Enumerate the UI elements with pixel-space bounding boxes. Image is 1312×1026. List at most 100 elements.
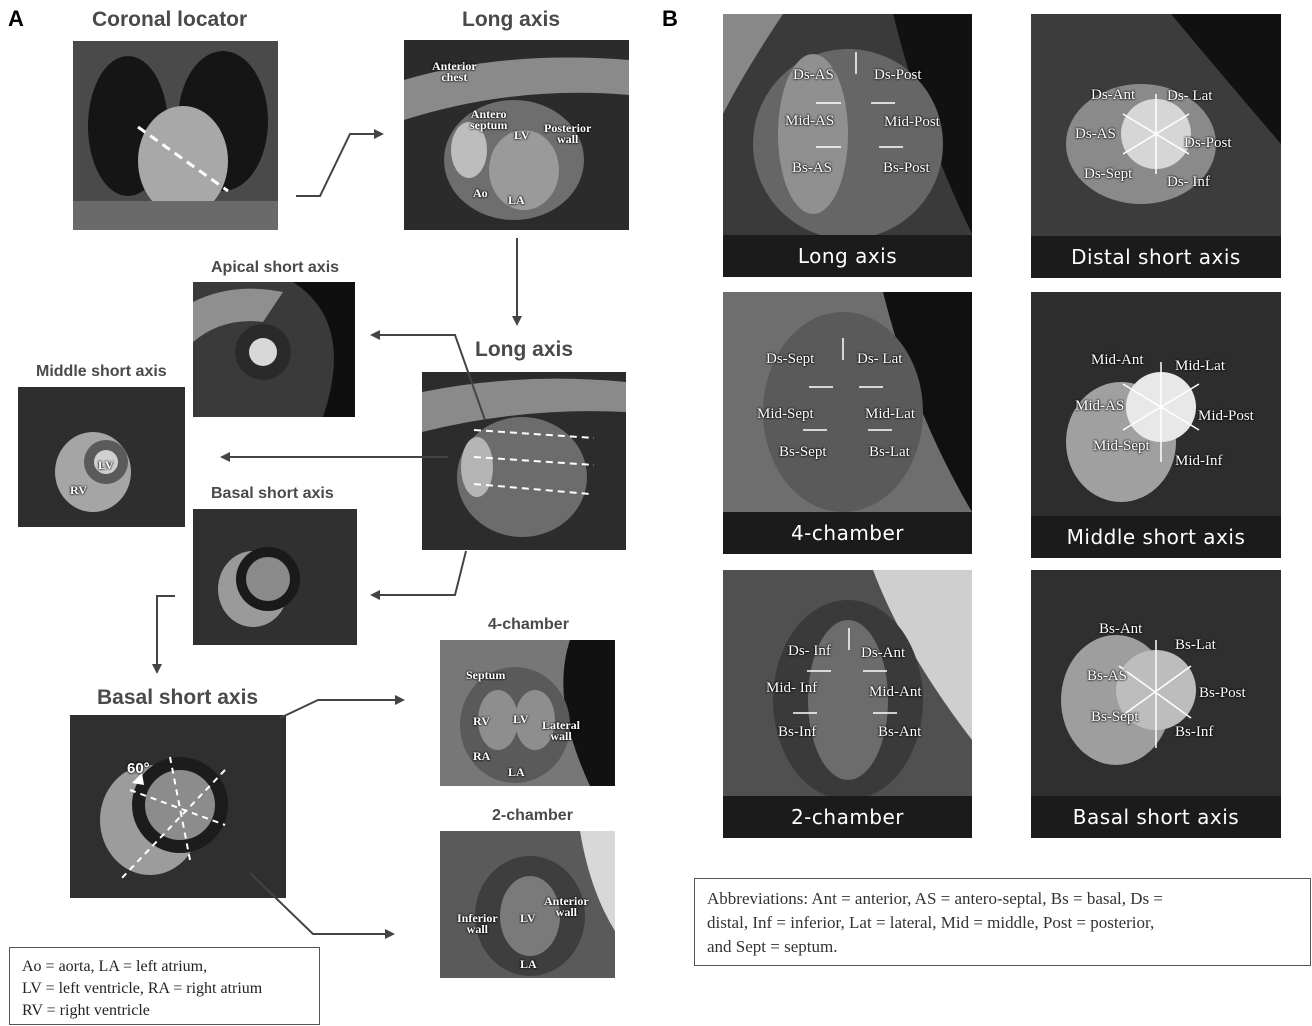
- label-anterior-chest: Anterior chest: [432, 61, 477, 83]
- label-posterior-wall: Posterior wall: [544, 123, 591, 145]
- title-basal-short-axis-small: Basal short axis: [211, 485, 334, 503]
- b-basal-label-bs-lat: Bs-Lat: [1175, 637, 1216, 654]
- b-mid-label-mid-post: Mid-Post: [1198, 408, 1254, 425]
- b-long-label-ds-as: Ds-AS: [793, 67, 834, 84]
- b-distal-label-ds-inf: Ds- Inf: [1167, 174, 1210, 191]
- arrow-to-basal-short-small: [372, 551, 466, 595]
- arrow-to-4-chamber: [280, 700, 403, 718]
- label-inferior-wall: Inferior wall: [457, 913, 498, 935]
- b-2ch-label-bs-ant: Bs-Ant: [878, 724, 921, 741]
- middle-short-axis-image: LV RV: [18, 387, 185, 527]
- b-basal-short-image: Bs-Ant Bs-Lat Bs-AS Bs-Post Bs-Sept Bs-I…: [1031, 570, 1281, 838]
- b-basal-label-bs-sept: Bs-Sept: [1091, 709, 1139, 726]
- b-4ch-label-ds-sept: Ds-Sept: [766, 351, 814, 368]
- two-chamber-image: Inferior wall LV Anterior wall LA: [440, 831, 615, 978]
- basal-short-axis-small-graphic: [193, 509, 357, 645]
- label-2ch-lv: LV: [520, 913, 536, 924]
- b-basal-label-bs-post: Bs-Post: [1199, 685, 1246, 702]
- title-2-chamber: 2-chamber: [492, 807, 573, 825]
- b-4ch-label-bs-lat: Bs-Lat: [869, 444, 910, 461]
- b-2ch-label-bs-inf: Bs-Inf: [778, 724, 816, 741]
- b-mid-label-mid-lat: Mid-Lat: [1175, 358, 1225, 375]
- legend-line-2: LV = left ventricle, RA = right atrium: [22, 978, 319, 1000]
- b-distal-label-ds-lat: Ds- Lat: [1167, 88, 1212, 105]
- b-long-axis-image: Ds-AS Ds-Post Mid-AS Mid-Post Bs-AS Bs-P…: [723, 14, 972, 277]
- b-distal-label-ds-ant: Ds-Ant: [1091, 87, 1135, 104]
- label-inferior-wall-line2: wall: [457, 924, 498, 935]
- b-mid-label-mid-ant: Mid-Ant: [1091, 352, 1144, 369]
- title-4-chamber: 4-chamber: [488, 616, 569, 634]
- b-long-label-mid-as: Mid-AS: [785, 113, 834, 130]
- b-long-label-bs-post: Bs-Post: [883, 160, 930, 177]
- b-distal-label-ds-post: Ds-Post: [1184, 135, 1232, 152]
- label-middle-lv: LV: [98, 460, 114, 471]
- label-antero-septum-line2: septum: [470, 120, 507, 131]
- b-long-label-ds-post: Ds-Post: [874, 67, 922, 84]
- b-distal-label-ds-sept: Ds-Sept: [1084, 166, 1132, 183]
- four-chamber-image: Septum RV LV Lateral wall RA LA: [440, 640, 615, 786]
- abbreviations-line-3: and Sept = septum.: [707, 935, 1310, 959]
- label-middle-rv: RV: [70, 485, 87, 496]
- label-septum: Septum: [466, 670, 505, 681]
- b-4ch-label-mid-lat: Mid-Lat: [865, 406, 915, 423]
- arrow-basal-small-to-large: [157, 596, 175, 672]
- b-mid-label-mid-as: Mid-AS: [1075, 398, 1124, 415]
- label-lv: LV: [514, 130, 530, 141]
- long-axis-middle-image: [422, 372, 626, 550]
- b-middle-short-caption: Middle short axis: [1031, 516, 1281, 558]
- label-anterior-wall: Anterior wall: [544, 896, 589, 918]
- label-la: LA: [508, 195, 525, 206]
- b-distal-short-caption: Distal short axis: [1031, 236, 1281, 278]
- basal-angle-label: 60°: [127, 760, 150, 777]
- b-four-chamber-image: Ds-Sept Ds- Lat Mid-Sept Mid-Lat Bs-Sept…: [723, 292, 972, 554]
- label-lateral-wall-line2: wall: [542, 731, 580, 742]
- b-long-label-mid-post: Mid-Post: [884, 114, 940, 131]
- label-4ch-rv: RV: [473, 716, 490, 727]
- b-basal-label-bs-inf: Bs-Inf: [1175, 724, 1213, 741]
- title-long-axis-middle: Long axis: [475, 338, 573, 362]
- panel-a-legend: Ao = aorta, LA = left atrium, LV = left …: [9, 947, 320, 1025]
- label-antero-septum: Antero septum: [470, 109, 507, 131]
- coronal-locator-graphic: [73, 41, 278, 230]
- label-ao: Ao: [473, 188, 488, 199]
- coronal-locator-image: [73, 41, 278, 230]
- middle-short-axis-graphic: [18, 387, 185, 527]
- long-axis-top-image: Anterior chest Antero septum LV Posterio…: [404, 40, 629, 230]
- label-4ch-lv: LV: [513, 714, 529, 725]
- label-posterior-wall-line2: wall: [544, 134, 591, 145]
- arrow-coronal-to-long-axis: [296, 134, 382, 196]
- b-two-chamber-caption: 2-chamber: [723, 796, 972, 838]
- long-axis-middle-graphic: [422, 372, 626, 550]
- label-anterior-wall-line2: wall: [544, 907, 589, 918]
- b-2ch-label-ds-ant: Ds-Ant: [861, 645, 905, 662]
- b-2ch-label-mid-ant: Mid-Ant: [869, 684, 922, 701]
- label-4ch-la: LA: [508, 767, 525, 778]
- basal-short-axis-large-graphic: [70, 715, 286, 898]
- b-four-chamber-caption: 4-chamber: [723, 512, 972, 554]
- basal-short-axis-small-image: [193, 509, 357, 645]
- b-basal-label-bs-ant: Bs-Ant: [1099, 621, 1142, 638]
- b-2ch-label-mid-inf: Mid- Inf: [766, 680, 817, 697]
- panel-b-abbreviations: Abbreviations: Ant = anterior, AS = ante…: [694, 878, 1311, 966]
- b-4ch-label-ds-lat: Ds- Lat: [857, 351, 902, 368]
- apical-short-axis-image: [193, 282, 355, 417]
- abbreviations-line-2: distal, Inf = inferior, Lat = lateral, M…: [707, 911, 1310, 935]
- title-long-axis-top: Long axis: [462, 8, 560, 32]
- title-middle-short-axis: Middle short axis: [36, 363, 167, 381]
- b-4ch-label-bs-sept: Bs-Sept: [779, 444, 827, 461]
- b-middle-short-image: Mid-Ant Mid-Lat Mid-AS Mid-Post Mid-Sept…: [1031, 292, 1281, 558]
- title-basal-short-axis-large: Basal short axis: [97, 686, 258, 710]
- b-mid-label-mid-inf: Mid-Inf: [1175, 453, 1223, 470]
- abbreviations-line-1: Abbreviations: Ant = anterior, AS = ante…: [707, 887, 1310, 911]
- legend-line-3: RV = right ventricle: [22, 1000, 319, 1022]
- label-lateral-wall: Lateral wall: [542, 720, 580, 742]
- b-distal-label-ds-as: Ds-AS: [1075, 126, 1116, 143]
- b-two-chamber-image: Ds- Inf Ds-Ant Mid- Inf Mid-Ant Bs-Inf B…: [723, 570, 972, 838]
- b-distal-short-image: Ds-Ant Ds- Lat Ds-AS Ds-Post Ds-Sept Ds-…: [1031, 14, 1281, 278]
- b-basal-label-bs-as: Bs-AS: [1087, 668, 1127, 685]
- b-long-label-bs-as: Bs-AS: [792, 160, 832, 177]
- label-4ch-ra: RA: [473, 751, 490, 762]
- b-long-axis-caption: Long axis: [723, 235, 972, 277]
- b-mid-label-mid-sept: Mid-Sept: [1093, 438, 1150, 455]
- panel-a-letter: A: [8, 6, 24, 32]
